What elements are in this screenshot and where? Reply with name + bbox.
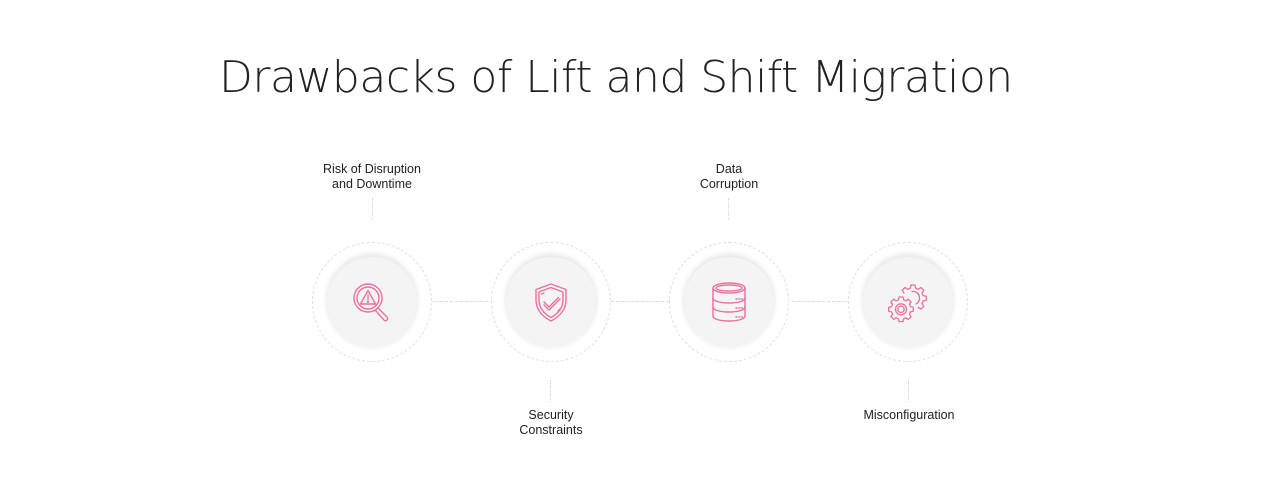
label-line: and Downtime (332, 177, 412, 191)
icon-disc (506, 257, 596, 347)
label-connector-stub (728, 198, 729, 220)
icon-disc (327, 257, 417, 347)
label-line: Security (528, 408, 574, 422)
icon-disc (863, 257, 953, 347)
label-line: Data (715, 162, 743, 176)
page-title: Drawbacks of Lift and Shift Migration (219, 52, 1013, 103)
label-line: Misconfiguration (863, 408, 955, 422)
label-connector-stub (908, 380, 909, 402)
node-label-security-constraints: Security Constraints (461, 408, 641, 438)
node-security-constraints (491, 242, 611, 362)
timeline-connector-line (420, 301, 860, 302)
label-connector-stub (550, 380, 551, 402)
node-label-data-corruption: Data Corruption (639, 162, 819, 192)
node-label-risk-of-disruption: Risk of Disruption and Downtime (282, 162, 462, 192)
label-line: Constraints (519, 423, 583, 437)
node-data-corruption (669, 242, 789, 362)
label-line: Corruption (699, 177, 759, 191)
icon-disc (684, 257, 774, 347)
label-connector-stub (372, 198, 373, 220)
search-warning-icon (353, 283, 389, 322)
gears-icon (888, 284, 927, 323)
shield-check-icon (535, 283, 567, 322)
node-label-misconfiguration: Misconfiguration (819, 408, 999, 423)
label-line: Risk of Disruption (323, 162, 421, 176)
node-risk-of-disruption (312, 242, 432, 362)
node-misconfiguration (848, 242, 968, 362)
database-icon (712, 282, 746, 322)
